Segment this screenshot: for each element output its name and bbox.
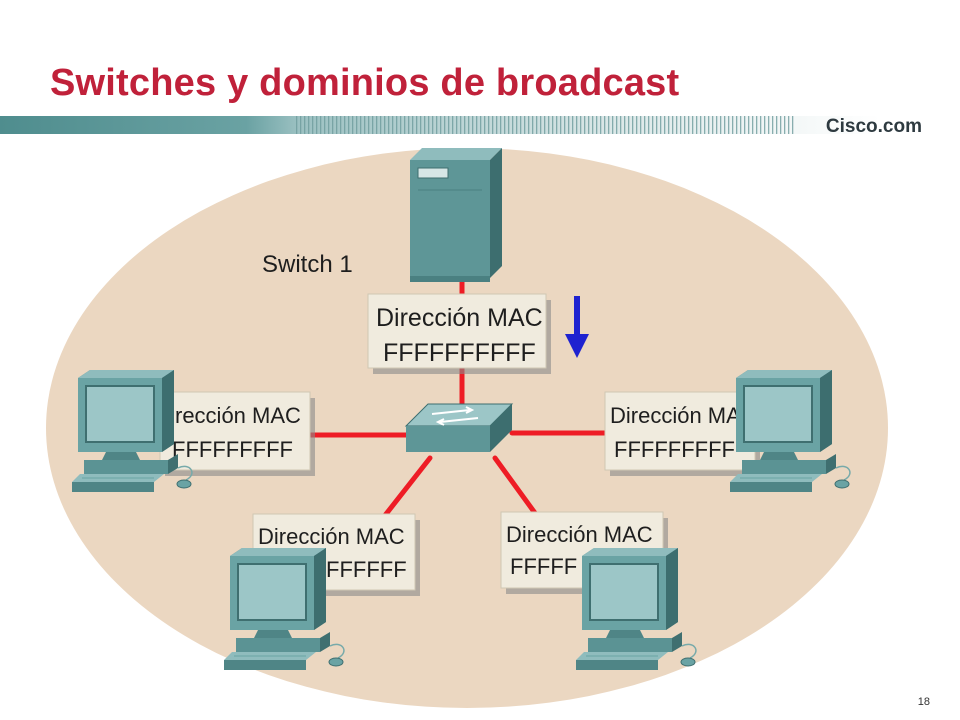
- server-icon: [410, 148, 502, 282]
- frame-right-line2: FFFFFFFFF: [614, 437, 735, 462]
- frame-left-line1: rección MAC: [175, 403, 301, 428]
- frame-bottom-left-line1: Dirección MAC: [258, 524, 405, 549]
- page-number: 18: [917, 696, 930, 708]
- frame-server: Dirección MAC FFFFFFFFFF: [367, 293, 551, 374]
- frame-bottom-right-line1: Dirección MAC: [506, 522, 653, 547]
- frame-server-line1: Dirección MAC: [376, 304, 543, 332]
- frame-left: rección MAC FFFFFFFFF: [159, 391, 315, 476]
- header-bar: [0, 116, 880, 134]
- frame-left-line2: FFFFFFFFF: [172, 437, 293, 462]
- frame-server-line2: FFFFFFFFFF: [383, 339, 536, 367]
- frame-bottom-left-line2: FFFFFF: [326, 557, 407, 582]
- slide-title: Switches y dominios de broadcast: [50, 62, 680, 104]
- frame-right-line1: Dirección MA: [610, 403, 741, 428]
- switch-icon: [404, 403, 514, 452]
- frame-bottom-right-line2: FFFFF: [510, 554, 577, 579]
- switch-label: Switch 1: [262, 251, 353, 278]
- down-arrow-icon: [565, 296, 589, 358]
- cisco-logo: Cisco.com: [825, 116, 922, 137]
